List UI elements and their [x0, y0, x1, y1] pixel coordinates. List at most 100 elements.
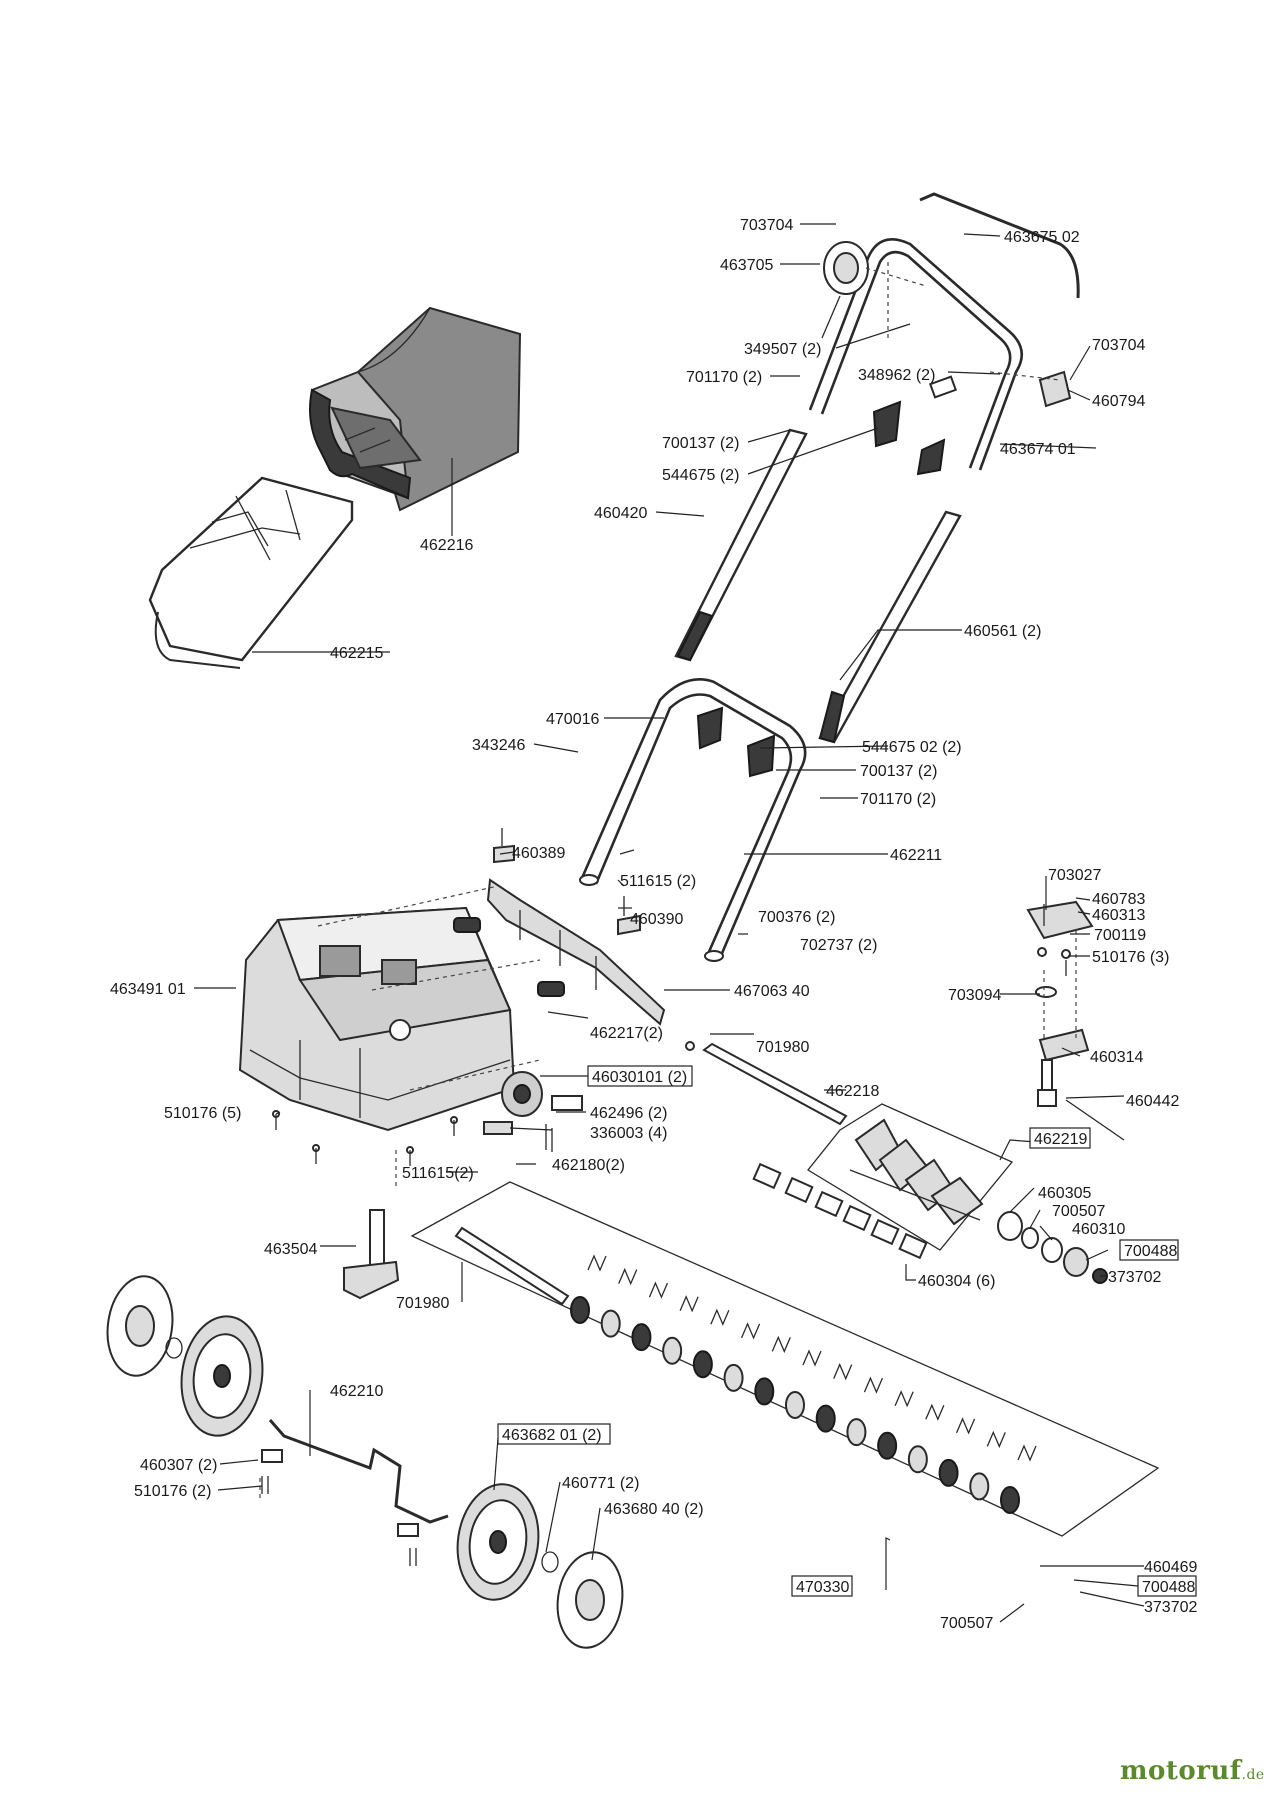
label-470016: 470016 — [546, 711, 599, 728]
label-460310: 460310 — [1072, 1221, 1125, 1238]
label-box-46030101 — [587, 1065, 693, 1087]
blade-roller-drawing — [807, 1103, 1014, 1251]
label-510176-three: 510176 (3) — [1092, 949, 1169, 966]
tine-disc — [907, 1445, 928, 1474]
rear-wheel-left-drawing — [106, 1275, 264, 1437]
label-46030101: 46030101 (2) — [592, 1069, 687, 1086]
label-373702-lower: 373702 — [1144, 1599, 1197, 1616]
tine-disc — [662, 1336, 683, 1365]
tine-spring — [955, 1417, 976, 1435]
label-462219: 462219 — [1034, 1131, 1087, 1148]
label-460771: 460771 (2) — [562, 1475, 639, 1492]
watermark-name: motoruf — [1120, 1756, 1242, 1786]
tine-spring — [925, 1403, 945, 1421]
label-349507: 349507 (2) — [744, 341, 821, 358]
switch-box-drawing — [1038, 370, 1072, 408]
label-46367401: 463674 01 — [1000, 441, 1076, 458]
label-460389: 460389 — [512, 845, 565, 862]
label-box-700488-upper — [1119, 1239, 1179, 1261]
tine-disc — [785, 1391, 805, 1419]
tine-spring — [833, 1362, 853, 1381]
label-460783: 460783 — [1092, 891, 1145, 908]
label-box-462219 — [1029, 1127, 1091, 1149]
label-462211: 462211 — [890, 847, 942, 864]
label-box-700488-lower — [1137, 1575, 1197, 1597]
middle-tubes-drawing — [674, 428, 962, 744]
rear-axle-drawing — [268, 1419, 449, 1524]
label-463504: 463504 — [264, 1241, 317, 1258]
knob-lower-left — [696, 706, 724, 750]
knob-upper-right — [916, 438, 946, 476]
label-348962: 348962 (2) — [858, 367, 935, 384]
tine-spring — [587, 1254, 607, 1272]
label-700137-upper: 700137 (2) — [662, 435, 739, 452]
label-460304: 460304 (6) — [918, 1273, 995, 1290]
tine-spring — [894, 1390, 914, 1408]
leader-lines — [194, 223, 1145, 1623]
tine-disc — [846, 1418, 867, 1447]
springs-drawing — [453, 917, 565, 997]
bag-frame-drawing — [148, 476, 354, 669]
label-701980-lower: 701980 — [396, 1295, 449, 1312]
label-703704-upper: 703704 — [740, 217, 793, 234]
label-46368201: 463682 01 (2) — [502, 1427, 602, 1444]
tine-spring — [863, 1376, 884, 1394]
tine-disc — [815, 1404, 836, 1433]
label-700488-upper: 700488 — [1124, 1243, 1177, 1260]
label-544675: 544675 (2) — [662, 467, 739, 484]
label-460469: 460469 — [1144, 1559, 1197, 1576]
label-703027: 703027 — [1048, 867, 1101, 884]
tine-disc — [692, 1350, 713, 1379]
assembly-lines — [259, 262, 1077, 1498]
label-460794: 460794 — [1092, 393, 1145, 410]
label-box-46368201 — [497, 1423, 611, 1445]
label-343246: 343246 — [472, 737, 525, 754]
lower-handle-drawing — [579, 678, 807, 962]
label-460561: 460561 (2) — [964, 623, 1041, 640]
label-462217: 462217(2) — [590, 1025, 663, 1042]
tine-spring — [802, 1349, 822, 1367]
height-adjuster-drawing — [1026, 900, 1094, 1107]
label-511615-upper: 511615 (2) — [620, 873, 696, 890]
shaft-drawing — [702, 1042, 848, 1126]
axle-support-drawing — [343, 1209, 400, 1300]
label-510176-five: 510176 (5) — [164, 1105, 241, 1122]
label-46368040: 463680 40 (2) — [604, 1501, 704, 1518]
label-462180: 462180(2) — [552, 1157, 625, 1174]
part-labels: 703704 463675 02 463705 349507 (2) 70117… — [110, 217, 1197, 1632]
label-460442: 460442 — [1126, 1093, 1179, 1110]
label-701980-upper: 701980 — [756, 1039, 809, 1056]
label-box-470330 — [791, 1575, 853, 1597]
upper-handle-drawing — [808, 238, 1024, 471]
label-462215: 462215 — [330, 645, 383, 662]
label-703704-right: 703704 — [1092, 337, 1145, 354]
tine-disc — [723, 1363, 744, 1392]
tine-spring — [771, 1335, 791, 1354]
tine-spring — [710, 1308, 730, 1326]
watermark-logo: motoruf.de — [1120, 1756, 1265, 1786]
label-701170-upper: 701170 (2) — [686, 369, 762, 386]
hardware-drawing — [261, 828, 1071, 1566]
cable-clip-drawing — [821, 241, 869, 339]
label-700488-lower: 700488 — [1142, 1579, 1195, 1596]
label-462216: 462216 — [420, 537, 473, 554]
label-46367502: 463675 02 — [1004, 229, 1080, 246]
spacers-drawing — [752, 1162, 928, 1260]
label-700137-lower: 700137 (2) — [860, 763, 937, 780]
label-460314: 460314 — [1090, 1049, 1143, 1066]
label-460307: 460307 (2) — [140, 1457, 217, 1474]
label-336003: 336003 (4) — [590, 1125, 667, 1142]
label-700507-lower: 700507 — [940, 1615, 993, 1632]
label-462496: 462496 (2) — [590, 1105, 667, 1122]
label-46706340: 467063 40 — [734, 983, 810, 1000]
housing-drawing — [238, 906, 516, 1132]
deflector-drawing — [486, 878, 666, 1026]
label-700119: 700119 — [1094, 927, 1146, 944]
label-470330: 470330 — [796, 1579, 849, 1596]
tine-disc — [570, 1296, 590, 1324]
top-grip-drawing — [919, 192, 1080, 299]
label-460305: 460305 — [1038, 1185, 1091, 1202]
grass-bag-drawing — [309, 306, 522, 512]
tine-disc — [938, 1458, 959, 1487]
label-462218: 462218 — [826, 1083, 879, 1100]
